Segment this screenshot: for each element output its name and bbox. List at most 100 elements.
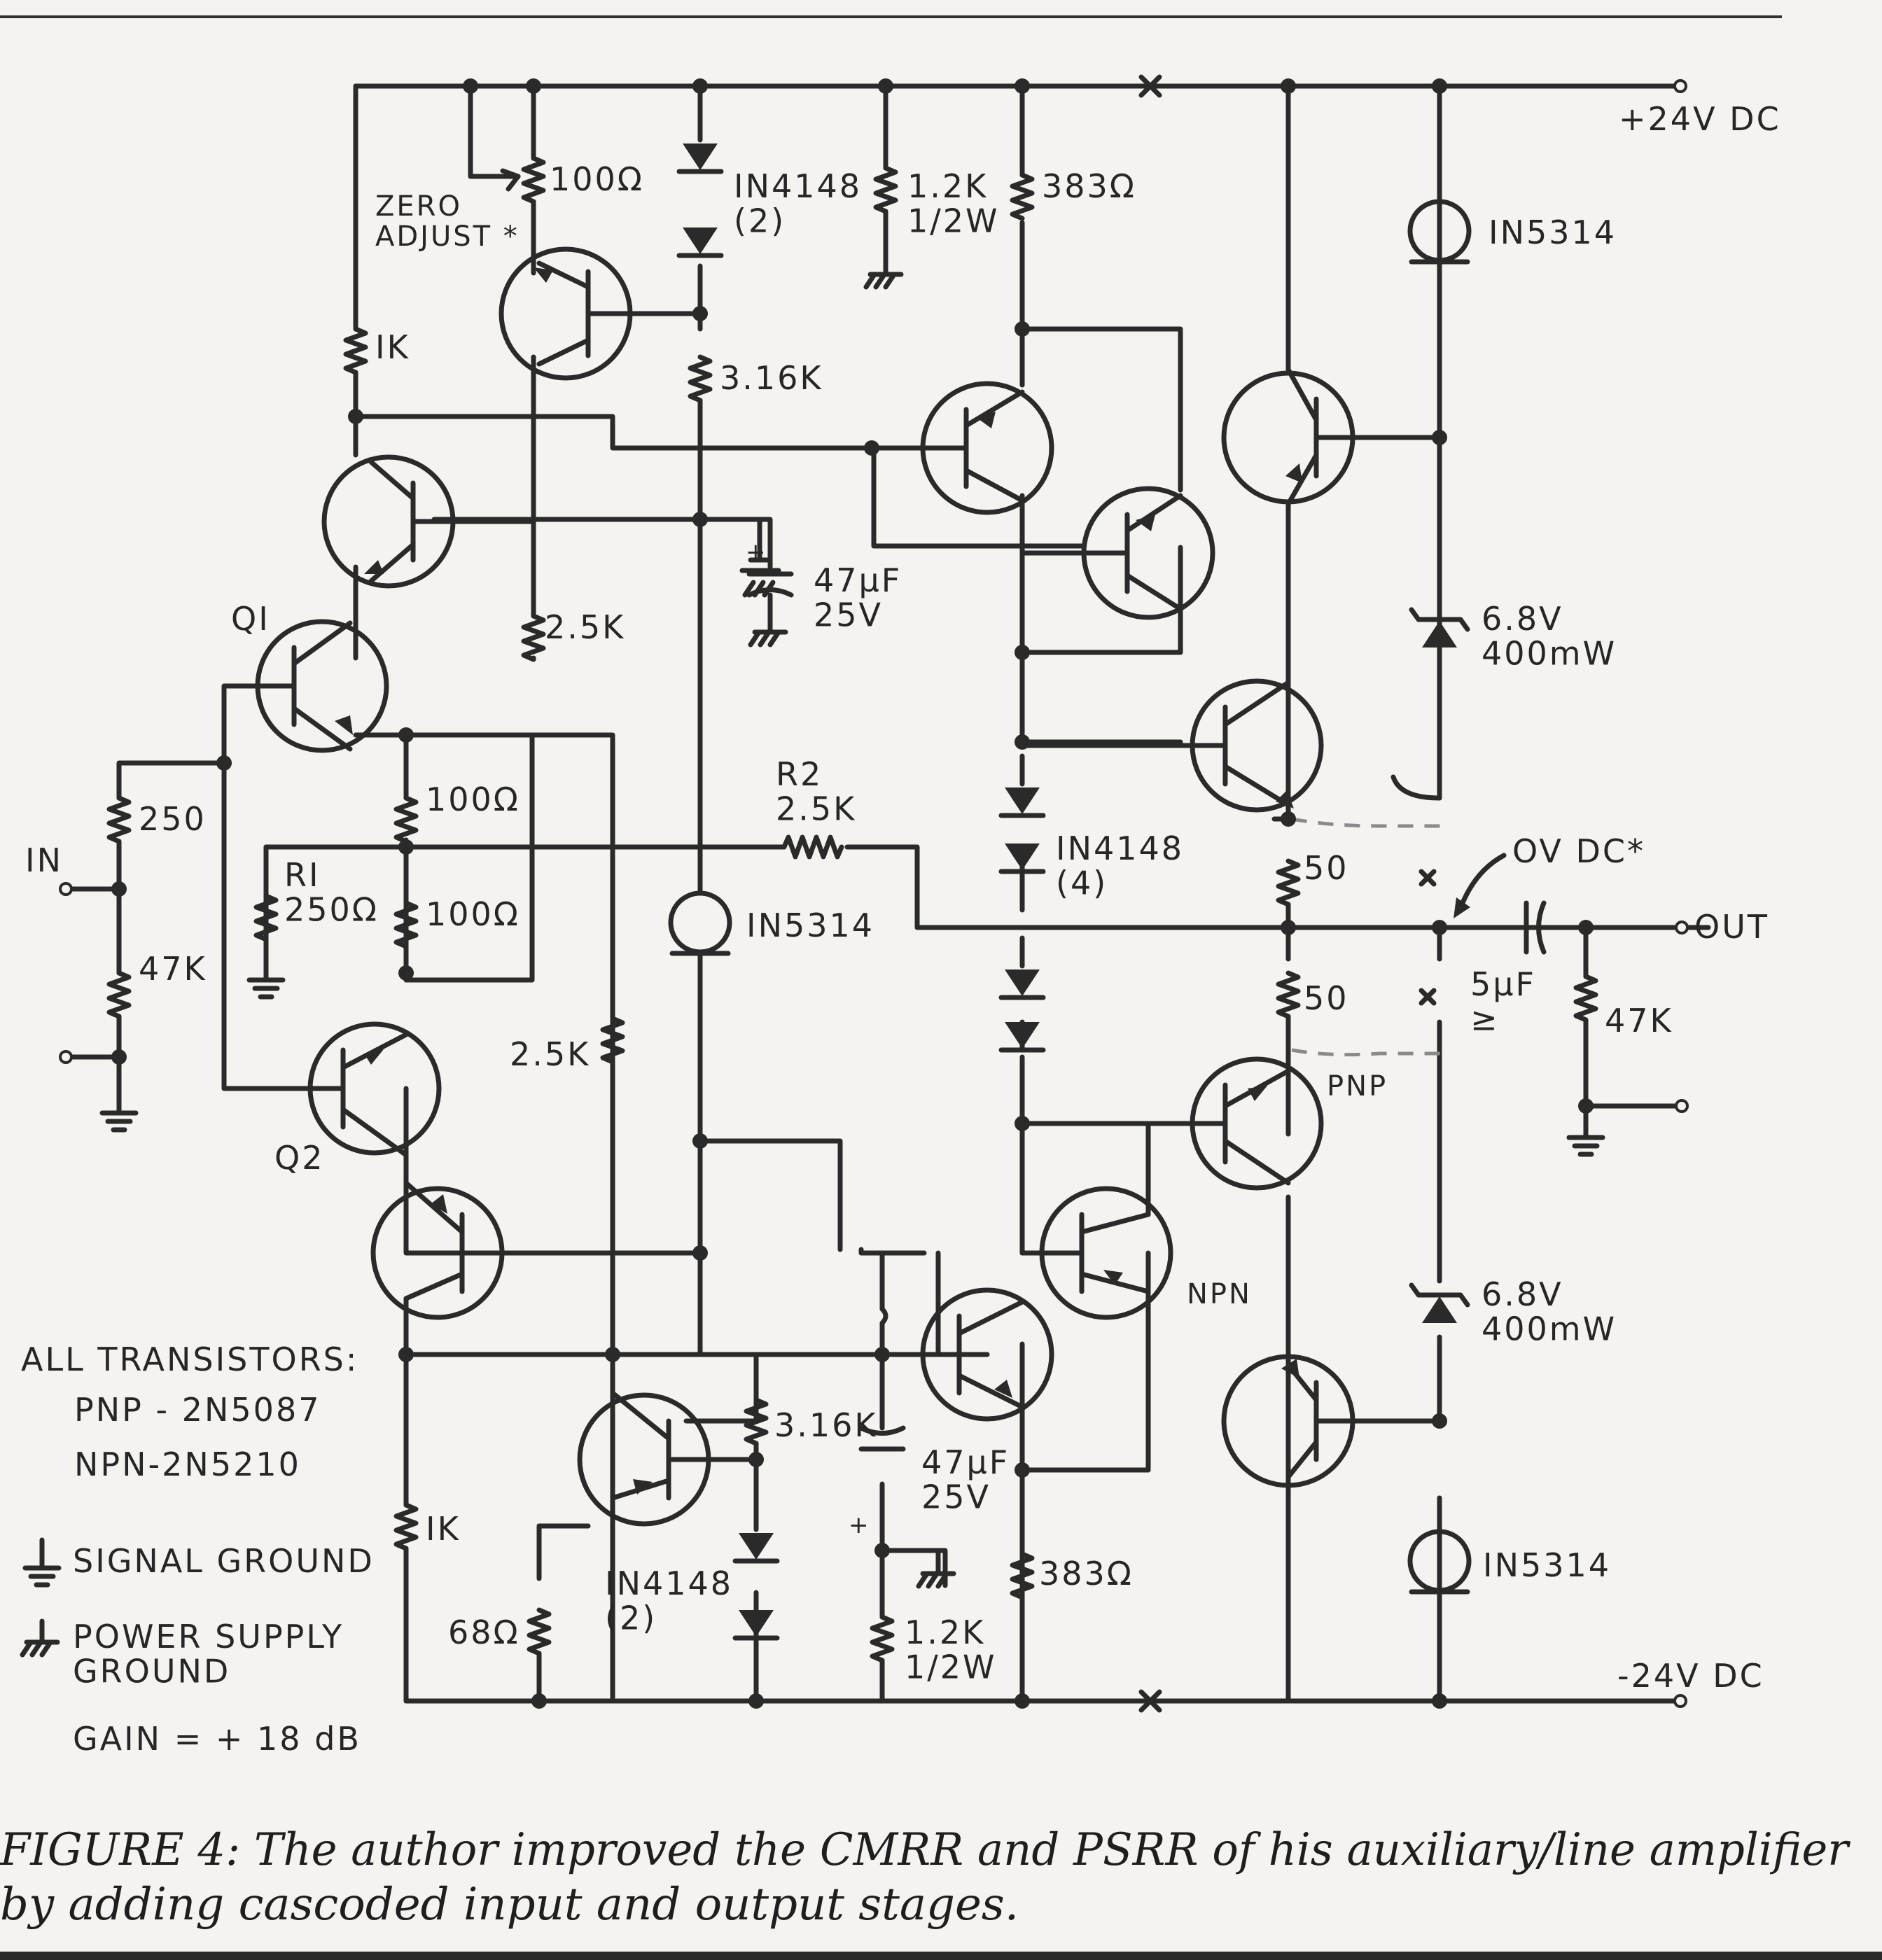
diode-mid-1 xyxy=(998,788,1046,818)
power-ground-mid xyxy=(916,1548,956,1589)
caption-line-2: by adding cascoded input and output stag… xyxy=(0,1879,1019,1931)
label-line: (2) xyxy=(605,1600,657,1637)
resistor-383-bot xyxy=(1010,1551,1035,1600)
label-trim: 100Ω xyxy=(550,160,644,198)
label-resistor-1k-top: IK xyxy=(375,328,410,366)
transistor-output-npn xyxy=(1019,678,1324,813)
cap-47uf-top xyxy=(697,517,794,648)
rail-break-top xyxy=(1138,74,1162,98)
cr-diode-top xyxy=(1407,158,1472,367)
caption: FIGURE 4: The author improved the CMRR a… xyxy=(0,1824,1850,1931)
terminal-out xyxy=(1675,920,1689,934)
resistor-316-top xyxy=(688,354,713,406)
label-line: 2.5K xyxy=(776,790,856,828)
zener-68-bot xyxy=(1409,1282,1470,1323)
label-resistor-250: 250 xyxy=(139,800,207,838)
label-resistor-25k-bot: 2.5K xyxy=(510,1035,590,1073)
label-diode-top: IN4148(2) xyxy=(734,167,862,240)
resistor-trim xyxy=(521,155,546,213)
label-zener-bot: IN5314 xyxy=(1483,1546,1611,1584)
resistor-50-b xyxy=(1276,970,1301,1039)
diode-bot-1 xyxy=(732,1533,780,1564)
legend-power-ground-icon xyxy=(20,1618,60,1658)
diode-bot-2 xyxy=(732,1610,780,1641)
label-line: (4) xyxy=(1056,864,1108,902)
diode-mid-3 xyxy=(998,969,1046,1000)
label-line: 1.2K xyxy=(905,1614,985,1651)
terminal-positive xyxy=(1673,79,1687,93)
zero-dc-pointer xyxy=(1457,853,1507,913)
terminal-out-ground xyxy=(1675,1099,1689,1113)
grounds xyxy=(99,263,1605,1157)
label-resistor-47k-out: 47K xyxy=(1605,1002,1673,1040)
label-line: 47μF xyxy=(921,1443,1010,1481)
resistor-25k-bot xyxy=(600,1016,625,1065)
label-pnp: PNP xyxy=(1327,1070,1388,1102)
thermal-link-top xyxy=(1291,817,1442,828)
label-line: 1.2K xyxy=(907,167,988,205)
transistor-q1 xyxy=(255,619,389,753)
label-diode-bot: IN4148(2) xyxy=(605,1564,733,1637)
label-cap-top-plus: + xyxy=(746,538,768,566)
label-resistor-383-top: 383Ω xyxy=(1042,167,1136,205)
resistor-100-a xyxy=(393,795,419,844)
label-npn: NPN xyxy=(1187,1278,1252,1310)
current-diodes xyxy=(668,158,1472,1704)
signal-ground-out xyxy=(1566,1128,1605,1157)
transistor-cascode-top-left xyxy=(321,454,535,589)
transistor-output-pnp xyxy=(1019,1056,1324,1191)
wiring xyxy=(67,74,1711,1713)
transistors xyxy=(255,246,1396,1527)
resistor-r2 xyxy=(781,834,844,860)
transistor-output-driver-top xyxy=(1221,367,1396,507)
label-input: IN xyxy=(25,841,63,879)
note-signal-ground: SIGNAL GROUND xyxy=(73,1542,375,1580)
power-ground-top xyxy=(863,263,904,290)
label-line: IN4148 xyxy=(734,167,862,205)
label-line: 1/2W xyxy=(907,202,1000,240)
label-q2: Q2 xyxy=(274,1139,324,1177)
transistor-zero-adjust xyxy=(499,246,703,381)
resistor-1k2-bot xyxy=(870,1614,895,1669)
diodes xyxy=(676,144,1470,1641)
label-resistor-100-a: 100Ω xyxy=(426,780,520,818)
terminal-in-return xyxy=(59,1050,73,1064)
label-line: GROUND xyxy=(73,1653,230,1690)
transistor-top-mirror-a xyxy=(869,381,1054,515)
diode-mid-2 xyxy=(998,844,1046,874)
resistor-383-top xyxy=(1010,172,1035,221)
label-q1: QI xyxy=(231,600,270,638)
trim-wiper xyxy=(500,168,521,192)
label-resistor-1k-bot: IK xyxy=(426,1510,461,1548)
label-resistor-316-top: 3.16K xyxy=(720,359,823,397)
zener-68-top xyxy=(1409,607,1470,648)
resistor-50-a xyxy=(1276,858,1301,930)
label-cap-out: 5μF≥ xyxy=(1470,965,1536,1038)
thermal-link-bot xyxy=(1291,1048,1442,1057)
label-line: R2 xyxy=(776,755,823,793)
signal-ground-r1 xyxy=(246,970,286,1000)
label-line: 250Ω xyxy=(284,891,379,929)
transistor-bot-mirror-a xyxy=(1039,1186,1173,1320)
label-resistor-47k-in: 47K xyxy=(139,950,207,988)
cr-diode-mid xyxy=(668,890,732,956)
label-line: IN4148 xyxy=(1056,830,1184,867)
label-resistor-383-bot: 383Ω xyxy=(1039,1555,1134,1592)
note-gain: GAIN = + 18 dB xyxy=(73,1720,361,1758)
label-output: OUT xyxy=(1694,908,1769,946)
label-line: ZERO xyxy=(375,190,462,223)
label-line: 6.8V xyxy=(1482,600,1563,638)
caption-line-1: FIGURE 4: The author improved the CMRR a… xyxy=(0,1824,1850,1876)
label-line: (2) xyxy=(734,202,786,240)
label-resistor-100-b: 100Ω xyxy=(426,895,520,933)
label-line: 25V xyxy=(814,596,883,634)
cr-diode-bot xyxy=(1407,1495,1472,1704)
resistors xyxy=(106,155,1598,1669)
transistor-output-driver-bot xyxy=(1221,1354,1389,1488)
resistor-1k2-top xyxy=(873,165,898,220)
